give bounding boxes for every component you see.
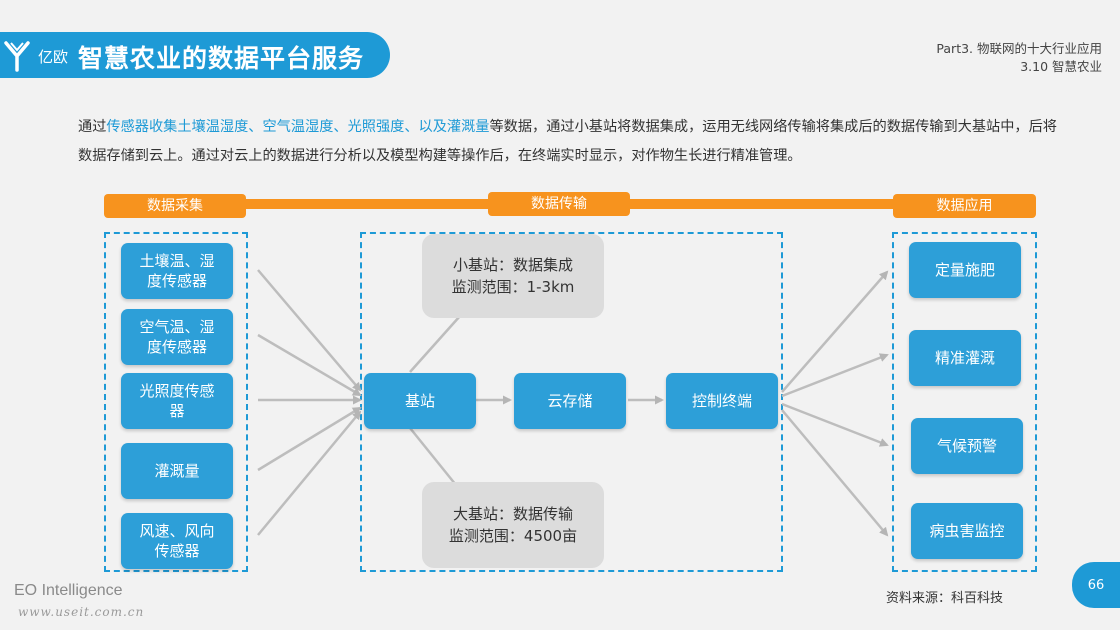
app-label: 病虫害监控 <box>929 522 1005 540</box>
bubble-large-station: 大基站：数据传输 监测范围：4500亩 <box>422 482 604 568</box>
node-control-terminal: 控制终端 <box>666 373 778 429</box>
stage-collect: 数据采集 <box>104 194 246 218</box>
part-line: Part3. 物联网的十大行业应用 <box>936 41 1102 56</box>
sensor-irrigation: 灌溉量 <box>121 443 233 499</box>
logo: 亿欧 <box>2 38 72 74</box>
logo-text: 亿欧 <box>38 47 69 66</box>
brand-text: EO Intelligence <box>14 582 123 599</box>
node-label: 控制终端 <box>691 392 752 410</box>
sensor-wind: 风速、风向 传感器 <box>121 513 233 569</box>
intro-paragraph: 通过传感器收集土壤温湿度、空气温湿度、光照强度、以及灌溉量等数据，通过小基站将数… <box>78 113 1058 171</box>
node-station: 基站 <box>364 373 476 429</box>
source-note: 资料来源：科百科技 <box>886 591 1004 606</box>
sensor-air: 空气温、湿 度传感器 <box>121 309 233 365</box>
node-cloud-storage: 云存储 <box>514 373 626 429</box>
bubble-text: 小基站：数据集成 监测范围：1-3km <box>451 256 575 296</box>
subsection-line: 3.10 智慧农业 <box>1020 59 1102 74</box>
sensor-label: 灌溉量 <box>154 462 200 480</box>
watermark: www.useit.com.cn <box>18 605 145 619</box>
apply-frame <box>892 232 1037 572</box>
intro-text-start: 通过 <box>78 119 107 135</box>
node-label: 基站 <box>404 392 435 410</box>
sensor-light: 光照度传感 器 <box>121 373 233 429</box>
app-label: 气候预警 <box>936 437 997 455</box>
sensor-label: 土壤温、湿 度传感器 <box>139 252 215 290</box>
node-label: 云存储 <box>547 392 593 410</box>
stage-transmit: 数据传输 <box>488 192 630 216</box>
app-fertilization: 定量施肥 <box>909 242 1021 298</box>
app-label: 精准灌溉 <box>934 349 995 367</box>
app-irrigation: 精准灌溉 <box>909 330 1021 386</box>
collect-frame <box>104 232 248 572</box>
app-pest-monitoring: 病虫害监控 <box>911 503 1023 559</box>
sensor-soil: 土壤温、湿 度传感器 <box>121 243 233 299</box>
sensor-label: 风速、风向 传感器 <box>139 522 215 560</box>
page-number: 66 <box>1072 562 1120 608</box>
page-title: 智慧农业的数据平台服务 <box>78 44 365 73</box>
app-label: 定量施肥 <box>934 261 995 279</box>
app-climate-warning: 气候预警 <box>911 418 1023 474</box>
section-label: Part3. 物联网的十大行业应用 3.10 智慧农业 <box>936 40 1102 76</box>
sensor-label: 光照度传感 器 <box>139 382 215 420</box>
intro-text-rest: 等数据，通过小基站将数据集成，运用无线网络传输将集成后的数据传输到大基站中，后将… <box>78 119 1057 164</box>
header-bar <box>0 32 390 78</box>
logo-icon <box>4 41 30 72</box>
sensor-label: 空气温、湿 度传感器 <box>139 318 215 356</box>
intro-highlight: 传感器收集土壤温湿度、空气温湿度、光照强度、以及灌溉量 <box>106 119 490 135</box>
stage-apply: 数据应用 <box>893 194 1036 218</box>
bubble-text: 大基站：数据传输 监测范围：4500亩 <box>448 505 578 545</box>
bubble-small-station: 小基站：数据集成 监测范围：1-3km <box>422 234 604 318</box>
